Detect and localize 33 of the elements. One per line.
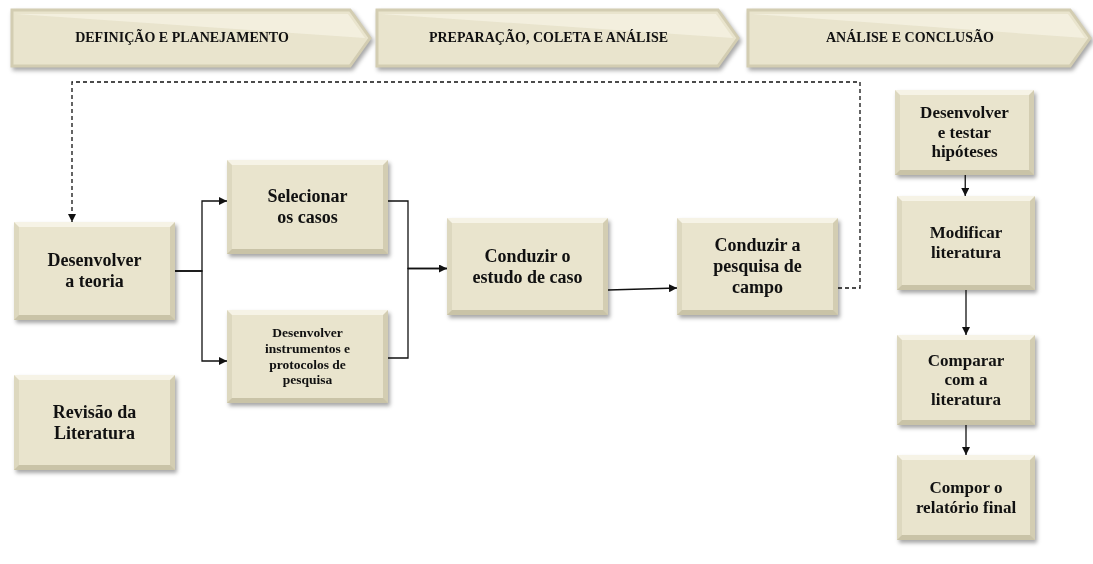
step-label: Conduzir a pesquisa de campo [712, 235, 803, 298]
process-box [895, 90, 1034, 175]
process-box [227, 160, 388, 254]
step-label: Conduzir o estudo de caso [471, 245, 584, 288]
process-box [897, 335, 1035, 425]
process-box [897, 455, 1035, 540]
step-label: Compor o relatório final [914, 477, 1018, 518]
step-label: Comparar com a literatura [926, 350, 1006, 410]
arrow [607, 284, 678, 293]
phase-banner [12, 10, 370, 66]
step-label: Desenvolver e testar hipóteses [919, 103, 1010, 162]
process-box [897, 196, 1035, 290]
arrow [962, 424, 970, 456]
step-label: Desenvolver instrumentos e protocolos de pesquisa [263, 325, 352, 388]
phase-label: PREPARAÇÃO, COLETA E ANÁLISE [428, 29, 669, 47]
step-label: Selecionar os casos [266, 186, 349, 228]
arrow [68, 81, 861, 289]
phase-label: DEFINIÇÃO E PLANEJAMENTO [75, 29, 289, 47]
process-box [447, 218, 608, 315]
arrow [387, 264, 448, 359]
process-box [227, 310, 388, 403]
phase-banner [377, 10, 738, 66]
step-label: Desenvolver a teoria [46, 250, 143, 292]
process-box [14, 375, 175, 470]
arrow [174, 270, 228, 365]
arrow [961, 174, 970, 197]
arrow [962, 289, 970, 336]
process-box [14, 222, 175, 320]
phase-label: ANÁLISE E CONCLUSÃO [825, 29, 994, 47]
phase-banner [748, 10, 1090, 66]
process-box [677, 218, 838, 315]
step-label: Modificar literatura [928, 223, 1004, 263]
step-label: Revisão da Literatura [51, 401, 138, 444]
